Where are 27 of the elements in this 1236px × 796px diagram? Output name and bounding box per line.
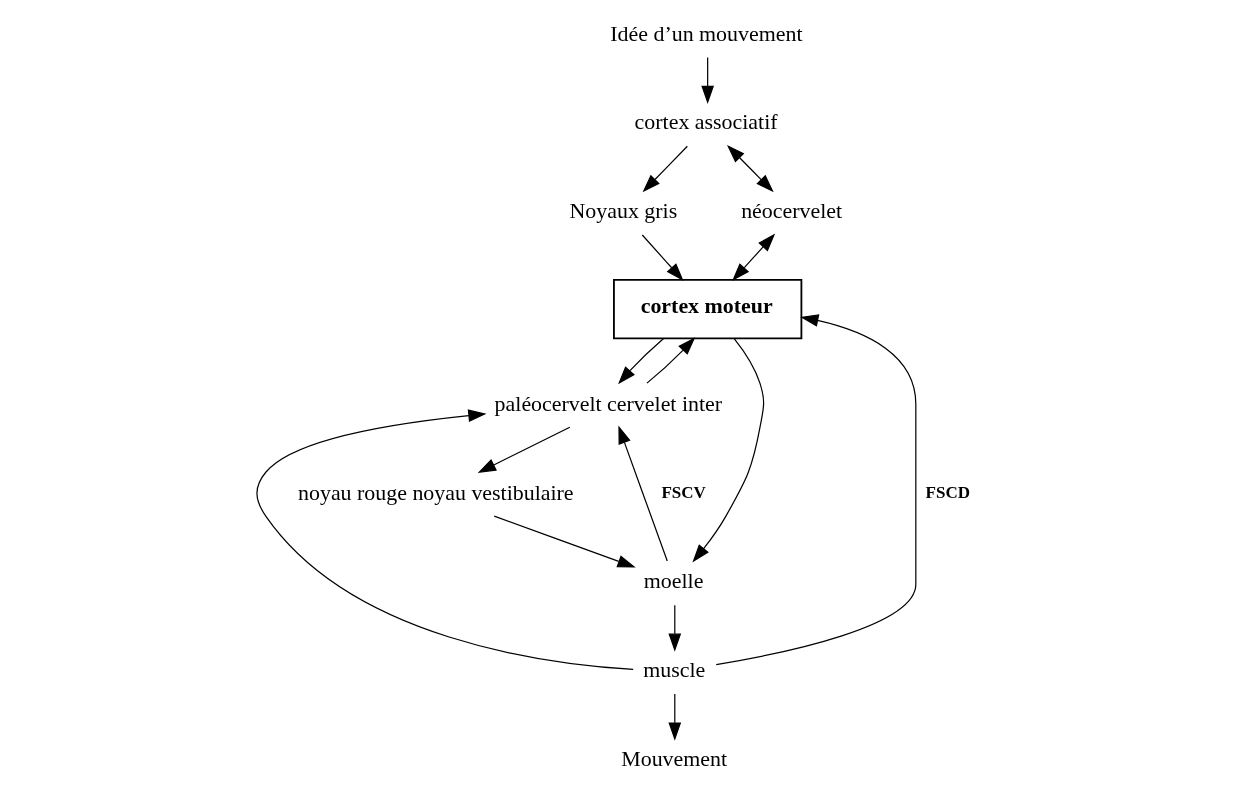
node-text: Mouvement bbox=[621, 746, 728, 772]
arrow bbox=[477, 426, 571, 473]
edge-label: FSCV bbox=[661, 483, 706, 503]
arrow bbox=[646, 337, 696, 384]
arrow bbox=[256, 409, 634, 671]
node-text: moelle bbox=[643, 568, 704, 594]
arrow bbox=[668, 693, 682, 741]
arrow bbox=[618, 337, 665, 385]
node-text: cortex associatif bbox=[634, 109, 778, 135]
arrow bbox=[493, 515, 636, 568]
node-text: paléocervelt cervelet inter bbox=[494, 390, 723, 416]
node-text: muscle bbox=[643, 657, 706, 683]
node-text: noyau rouge noyau vestibulaire bbox=[298, 479, 574, 505]
node-text: Noyaux gris bbox=[569, 198, 678, 224]
arrow bbox=[715, 314, 917, 666]
arrow bbox=[641, 234, 684, 282]
arrow bbox=[701, 56, 715, 104]
node-text: néocervelet bbox=[741, 198, 843, 224]
arrow bbox=[668, 604, 682, 652]
arrow bbox=[618, 425, 668, 562]
arrow bbox=[642, 145, 688, 193]
edge-label: FSCD bbox=[925, 483, 971, 503]
arrow bbox=[727, 144, 774, 193]
node-text: Idée d’un mouvement bbox=[610, 20, 803, 46]
node-box: cortex moteur bbox=[613, 279, 803, 340]
arrow bbox=[692, 337, 765, 563]
arrow bbox=[732, 233, 776, 282]
